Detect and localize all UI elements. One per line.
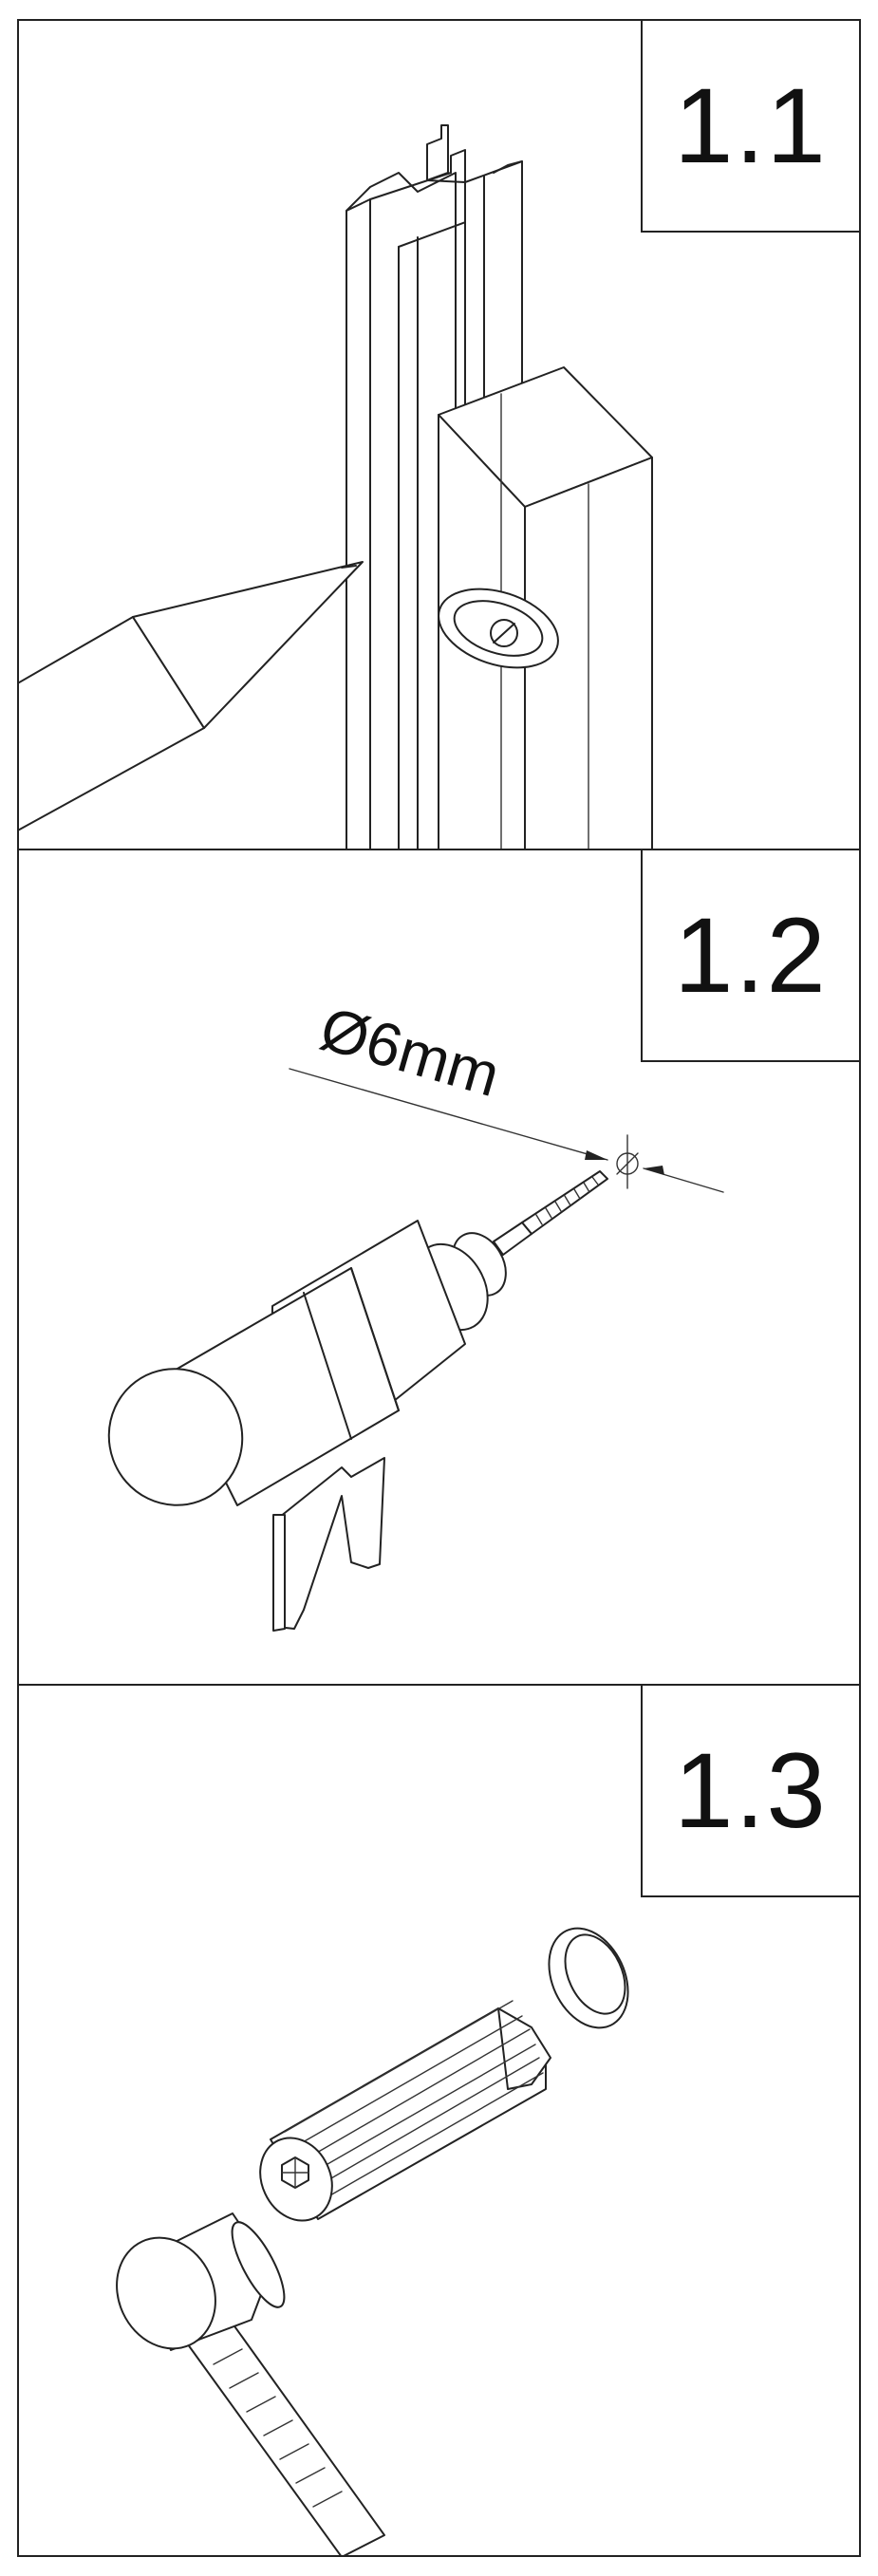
plug-insertion-illustration (116, 1927, 629, 2555)
step-panel-1-2: 1.2 Ø6mm (17, 850, 861, 1686)
dimension-line (289, 1068, 724, 1193)
step-number-box: 1.1 (641, 21, 859, 233)
drill-body (107, 1220, 507, 1632)
wall-post (438, 366, 653, 849)
drill-illustration (107, 1068, 724, 1632)
step-panel-1-3: 1.3 (17, 1686, 861, 2557)
step-panel-1-1: 1.1 (17, 19, 861, 850)
wall-plug (259, 2000, 551, 2222)
mallet (116, 2212, 385, 2555)
step-number: 1.3 (674, 1731, 828, 1850)
pencil (19, 561, 364, 831)
step-number-box: 1.2 (641, 850, 859, 1062)
step-number: 1.2 (674, 896, 828, 1015)
step-number-box: 1.3 (641, 1686, 859, 1897)
cap-ring (548, 1927, 629, 2029)
wall-profile-marking-illustration (19, 124, 653, 849)
drill-bit (493, 1170, 608, 1256)
step-number: 1.1 (674, 66, 828, 185)
